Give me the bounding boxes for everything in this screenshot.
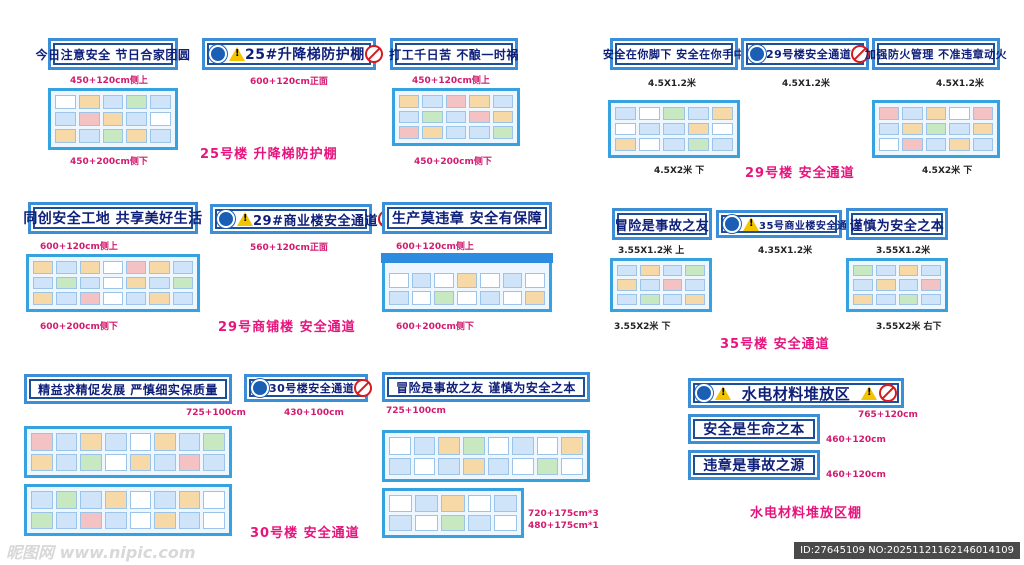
safety-sign-group <box>748 45 766 63</box>
board-header <box>381 253 553 263</box>
board-35-right <box>846 258 948 312</box>
size-label: 725+100cm <box>386 406 446 416</box>
size-label: 600+120cm侧上 <box>40 242 118 252</box>
no-entry-icon <box>354 379 373 397</box>
size-label: 720+175cm*3 <box>528 509 599 519</box>
banner-excellence-quality: 精益求精促发展 严慎细实保质量 <box>24 374 232 404</box>
size-label: 4.5X2米 下 <box>654 166 705 176</box>
banner-safety-life: 安全是生命之本 <box>688 414 820 444</box>
size-label: 600+120cm正面 <box>250 77 328 87</box>
size-label: 765+120cm <box>858 410 918 420</box>
helmet-icon <box>748 45 766 63</box>
helmet-icon <box>695 384 713 402</box>
banner-35-passage: 35号商业楼安全通道 <box>716 210 876 238</box>
size-label: 3.55X1.2米 上 <box>618 246 685 256</box>
section-caption: 29号商铺楼 安全通道 <box>218 320 356 335</box>
size-label: 4.5X1.2米 <box>782 79 830 89</box>
helmet-icon <box>209 45 227 63</box>
banner-fire-management: 加强防火管理 不准违章动火 <box>865 38 1007 70</box>
helmet-icon <box>217 210 235 228</box>
banner-29-passage: 29号楼安全通道 <box>741 38 870 70</box>
warning-icon <box>237 212 253 226</box>
size-label: 600+200cm侧下 <box>40 322 118 332</box>
warning-icon <box>715 386 731 400</box>
size-label: 4.35X1.2米 <box>758 246 813 256</box>
size-label: 725+100cm <box>186 408 246 418</box>
no-entry-icon <box>364 45 383 63</box>
size-label: 3.55X2米 右下 <box>876 322 942 332</box>
board-risk-bottom <box>382 488 524 538</box>
size-label: 4.5X1.2米 <box>936 79 984 89</box>
board-25-right <box>392 88 520 146</box>
banner-25-lift-shed: 25#升降梯防护棚 <box>202 38 383 70</box>
banner-no-violation: 生产莫违章 安全有保障 <box>382 202 552 234</box>
size-label: 450+200cm侧下 <box>414 157 492 167</box>
size-label: 4.5X1.2米 <box>648 79 696 89</box>
banner-work-hard: 打工千日苦 不酿一时祸 <box>389 38 518 70</box>
no-entry-icon <box>878 384 897 402</box>
helmet-icon <box>251 379 269 397</box>
size-label: 450+120cm侧上 <box>70 76 148 86</box>
safety-sign-group <box>251 379 269 397</box>
helmet-icon <box>723 215 741 233</box>
banner-risk-caution-long: 冒险是事故之友 谨慎为安全之本 <box>382 372 590 402</box>
size-label: 450+120cm侧上 <box>412 76 490 86</box>
size-label: 430+100cm <box>284 408 344 418</box>
banner-29-commercial-passage: 29#商业楼安全通道 <box>210 204 396 234</box>
size-label: 4.5X2米 下 <box>922 166 973 176</box>
warning-icon <box>743 217 759 231</box>
safety-sign-group <box>209 45 245 63</box>
section-caption: 30号楼 安全通道 <box>250 526 360 541</box>
board-29-left <box>608 100 740 158</box>
prohibition-sign-group <box>354 379 373 397</box>
size-label: 480+175cm*1 <box>528 521 599 531</box>
size-label: 600+200cm侧下 <box>396 322 474 332</box>
prohibition-sign-group <box>851 45 870 63</box>
site-watermark: 昵图网 www.nipic.com <box>6 543 196 562</box>
banner-safety-feet: 安全在你脚下 安全在你手中 <box>603 38 745 70</box>
section-caption: 水电材料堆放区棚 <box>750 506 863 521</box>
section-caption: 29号楼 安全通道 <box>745 166 855 181</box>
board-25-left <box>48 88 178 150</box>
banner-caution-safety: 谨慎为安全之本 <box>846 208 948 240</box>
size-label: 460+120cm <box>826 435 886 445</box>
size-label: 3.55X1.2米 <box>876 246 931 256</box>
banner-material-area: 水电材料堆放区 <box>688 378 904 408</box>
board-29shop-left <box>26 254 200 312</box>
board-29-right <box>872 100 1000 158</box>
warning-icon <box>229 47 245 61</box>
size-label: 560+120cm正面 <box>250 243 328 253</box>
size-label: 450+200cm侧下 <box>70 157 148 167</box>
banner-violation-accident: 违章是事故之源 <box>688 450 820 480</box>
warning-icon <box>860 386 877 400</box>
prohibition-sign-group <box>364 45 383 63</box>
safety-sign-group <box>723 215 759 233</box>
banner-holiday-safety: 今日注意安全 节日合家团圆 <box>36 38 190 70</box>
size-label: 600+120cm侧上 <box>396 242 474 252</box>
banner-30-passage: 30号楼安全通道 <box>244 374 373 402</box>
board-30-bottom <box>24 484 232 536</box>
image-id-badge: ID:27645109 NO:20251121162146014109 <box>794 542 1020 559</box>
prohibition-sign-group <box>860 384 897 402</box>
board-35-left <box>610 258 712 312</box>
size-label: 460+120cm <box>826 470 886 480</box>
board-29shop-right <box>381 253 553 312</box>
safety-sign-group <box>217 210 253 228</box>
safety-sign-group <box>695 384 731 402</box>
size-label: 3.55X2米 下 <box>614 322 671 332</box>
board-30-top <box>24 426 232 478</box>
banner-create-safe-site: 同创安全工地 共享美好生活 <box>23 202 202 234</box>
section-caption: 35号楼 安全通道 <box>720 337 830 352</box>
section-caption: 25号楼 升降梯防护棚 <box>200 147 338 162</box>
banner-risk-accident: 冒险是事故之友 <box>612 208 712 240</box>
no-entry-icon <box>851 45 870 63</box>
board-risk-top <box>382 430 590 482</box>
